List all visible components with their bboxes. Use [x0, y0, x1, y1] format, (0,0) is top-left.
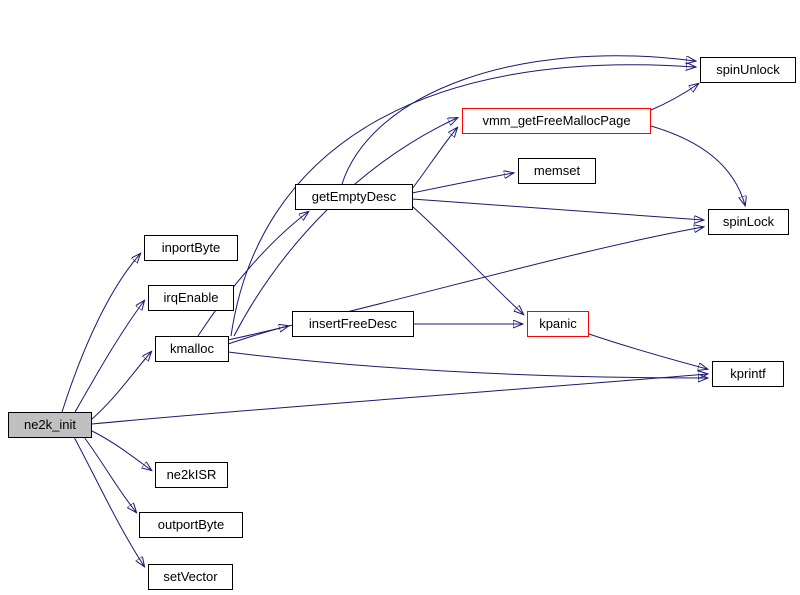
edge-ne2k-init-inportbyte: [61, 254, 140, 413]
edge-getemptydesc-memset: [411, 173, 513, 194]
edge-kmalloc-kprintf: [227, 351, 707, 378]
node-vmm-getfreemallocpage[interactable]: vmm_getFreeMallocPage: [462, 108, 651, 134]
node-ne2k-init[interactable]: ne2k_init: [8, 412, 92, 438]
edge-getemptydesc-vmm: [411, 128, 457, 190]
node-insertfreedesc[interactable]: insertFreeDesc: [292, 311, 414, 337]
edge-ne2k-init-kmalloc: [91, 352, 151, 420]
edge-getemptydesc-spinunlock: [341, 55, 695, 185]
node-kmalloc[interactable]: kmalloc: [155, 336, 229, 362]
edge-kmalloc-spinunlock: [230, 65, 695, 337]
edge-kmalloc-getemptydesc: [197, 212, 308, 337]
edge-getemptydesc-spinlock: [411, 198, 703, 220]
node-kprintf[interactable]: kprintf: [712, 361, 784, 387]
node-kpanic[interactable]: kpanic: [527, 311, 589, 337]
edge-vmm-spinunlock: [650, 84, 698, 111]
node-memset[interactable]: memset: [518, 158, 596, 184]
node-setvector[interactable]: setVector: [148, 564, 233, 590]
node-outportbyte[interactable]: outportByte: [139, 512, 243, 538]
edge-kpanic-kprintf: [588, 333, 707, 369]
edge-getemptydesc-kpanic: [411, 205, 523, 314]
node-spinlock[interactable]: spinLock: [708, 209, 789, 235]
node-inportbyte[interactable]: inportByte: [144, 235, 238, 261]
edge-ne2k-init-outportbyte: [83, 436, 136, 512]
node-irqenable[interactable]: irqEnable: [148, 285, 234, 311]
edge-ne2k-init-setvector: [73, 436, 144, 566]
node-spinunlock[interactable]: spinUnlock: [700, 57, 796, 83]
edge-vmm-spinlock: [650, 125, 745, 205]
node-ne2kisr[interactable]: ne2kISR: [155, 462, 228, 488]
edge-ne2k-init-kprintf: [91, 374, 707, 425]
edge-ne2k-init-irqenable: [74, 301, 144, 413]
node-getemptydesc[interactable]: getEmptyDesc: [295, 184, 413, 210]
edge-ne2k-init-ne2kisr: [91, 430, 151, 470]
